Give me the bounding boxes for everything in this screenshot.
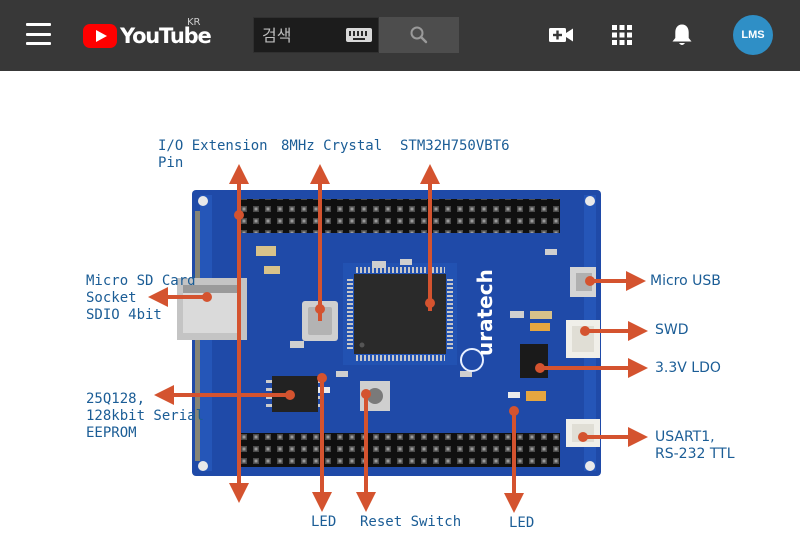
notifications-button[interactable]: [669, 22, 695, 48]
board-figure: uratech I/O Extension Pin 8MH: [0, 71, 800, 560]
top-pin-header: [238, 199, 560, 233]
search-box[interactable]: [253, 17, 379, 53]
search-input[interactable]: [262, 26, 346, 45]
apps-button[interactable]: [609, 22, 635, 48]
logo-region: KR: [187, 17, 201, 28]
search-button[interactable]: [379, 17, 459, 53]
board-silkscreen: uratech: [473, 269, 497, 356]
board-image: uratech: [0, 71, 800, 560]
bottom-pin-header: [238, 433, 560, 467]
youtube-logo[interactable]: YouTube KR: [83, 21, 211, 51]
video-camera-plus-icon: [548, 22, 574, 48]
youtube-header: YouTube KR LMS: [0, 0, 800, 71]
menu-icon[interactable]: [26, 23, 51, 45]
avatar[interactable]: LMS: [733, 15, 773, 55]
mcu-chip: [354, 274, 446, 354]
youtube-play-icon: [83, 24, 117, 48]
bell-icon: [669, 22, 695, 48]
keyboard-icon[interactable]: [346, 28, 372, 42]
apps-grid-icon: [609, 22, 635, 48]
create-video-button[interactable]: [548, 22, 574, 48]
search-icon: [409, 25, 429, 45]
